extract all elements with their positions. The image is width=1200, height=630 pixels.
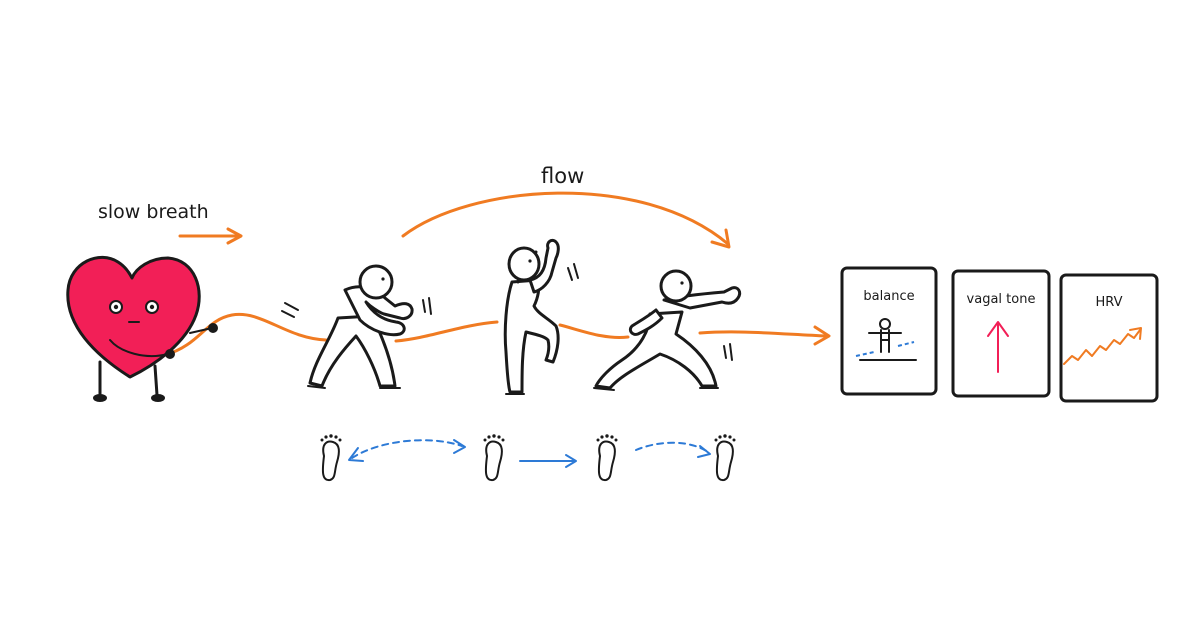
step-arrow-1 (348, 439, 466, 462)
heart-body (66, 255, 201, 379)
flow-arrow (401, 191, 731, 249)
footprint-2 (483, 434, 505, 482)
step-arrow-2 (519, 454, 577, 468)
tai-chi-pose-3 (593, 269, 742, 391)
flow-label: flow (541, 164, 584, 188)
slow-breath-label: slow breath (98, 201, 209, 223)
rising-line-icon (1063, 327, 1142, 365)
tai-chi-pose-2 (503, 238, 579, 395)
footprint-4 (714, 434, 736, 482)
breath-wave (163, 312, 831, 357)
balancing-figure-icon (855, 318, 917, 361)
heart-character-icon (66, 255, 218, 402)
tai-chi-pose-1 (281, 264, 432, 389)
balance-label: balance (863, 289, 914, 304)
footprint-1 (320, 434, 342, 482)
step-arrow-3 (635, 441, 711, 458)
vagal-tone-label: vagal tone (967, 292, 1036, 307)
vagal-tone-card: vagal tone (951, 269, 1051, 398)
hrv-card: HRV (1059, 273, 1159, 403)
balance-card: balance (840, 266, 938, 396)
slow-breath-arrow (178, 227, 243, 245)
footprint-3 (596, 434, 618, 482)
hrv-label: HRV (1096, 295, 1123, 310)
up-arrow-icon (987, 321, 1009, 373)
